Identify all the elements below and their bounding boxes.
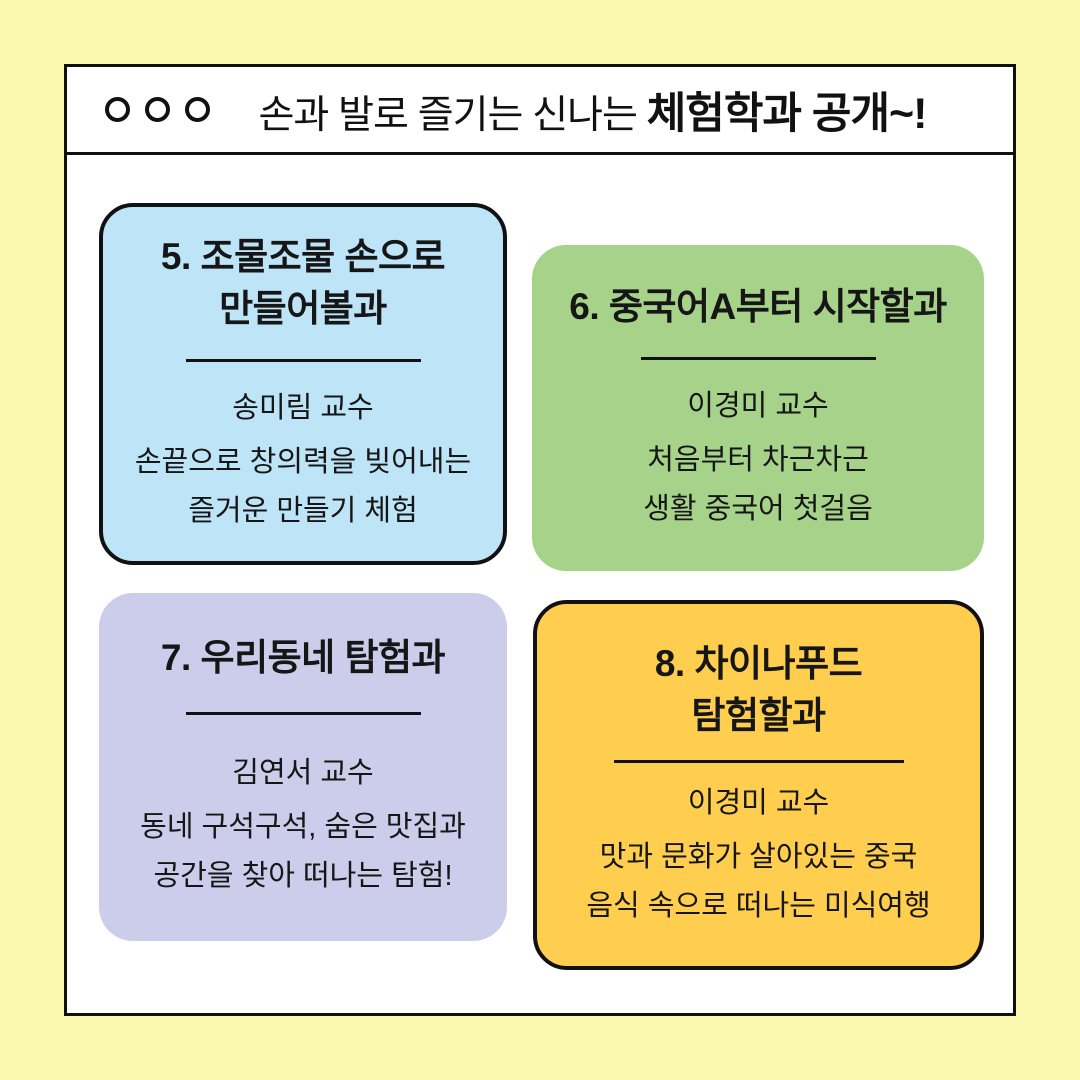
card-title: 7. 우리동네 탐험과 xyxy=(160,637,446,679)
window-dot-icon xyxy=(185,97,210,122)
card-description: 동네 구석구석, 숨은 맛집과 공간을 찾아 떠나는 탐험! xyxy=(140,811,466,893)
card-title: 5. 조물조물 손으로 만들어볼과 xyxy=(160,236,446,330)
card-description: 처음부터 차근차근 생활 중국어 첫걸음 xyxy=(643,444,873,526)
cards-grid: 5. 조물조물 손으로 만들어볼과 송미림 교수 손끝으로 창의력을 빚어내는 … xyxy=(67,155,1013,1013)
professor-name: 송미림 교수 xyxy=(232,392,374,424)
card-dept-5: 5. 조물조물 손으로 만들어볼과 송미림 교수 손끝으로 창의력을 빚어내는 … xyxy=(99,203,507,565)
page-title: 손과 발로 즐기는 신나는 체험학과 공개~! xyxy=(210,79,975,141)
title-divider xyxy=(185,359,421,362)
professor-name: 이경미 교수 xyxy=(687,390,829,423)
card-description: 맛과 문화가 살아있는 중국 음식 속으로 떠나는 미식여행 xyxy=(586,841,931,923)
title-divider xyxy=(185,712,421,716)
title-divider xyxy=(613,760,904,763)
window-dots xyxy=(105,97,210,122)
window-dot-icon xyxy=(145,97,170,122)
card-dept-8: 8. 차이나푸드 탐험할과 이경미 교수 맛과 문화가 살아있는 중국 음식 속… xyxy=(533,600,984,970)
title-divider xyxy=(640,357,876,361)
card-title: 6. 중국어A부터 시작할과 xyxy=(569,286,947,328)
card-dept-7: 7. 우리동네 탐험과 김연서 교수 동네 구석구석, 숨은 맛집과 공간을 찾… xyxy=(99,593,507,941)
window-titlebar: 손과 발로 즐기는 신나는 체험학과 공개~! xyxy=(67,67,1013,155)
card-title: 8. 차이나푸드 탐험할과 xyxy=(654,643,863,737)
professor-name: 김연서 교수 xyxy=(232,757,374,790)
window-dot-icon xyxy=(105,97,130,122)
professor-name: 이경미 교수 xyxy=(687,787,830,819)
page-title-emphasis: 체험학과 공개~! xyxy=(646,89,928,138)
card-dept-6: 6. 중국어A부터 시작할과 이경미 교수 처음부터 차근차근 생활 중국어 첫… xyxy=(532,245,984,571)
card-description: 손끝으로 창의력을 빚어내는 즐거운 만들기 체험 xyxy=(134,446,472,528)
page-title-regular: 손과 발로 즐기는 신나는 xyxy=(258,93,647,137)
poster-window: 손과 발로 즐기는 신나는 체험학과 공개~! 5. 조물조물 손으로 만들어볼… xyxy=(64,64,1016,1016)
